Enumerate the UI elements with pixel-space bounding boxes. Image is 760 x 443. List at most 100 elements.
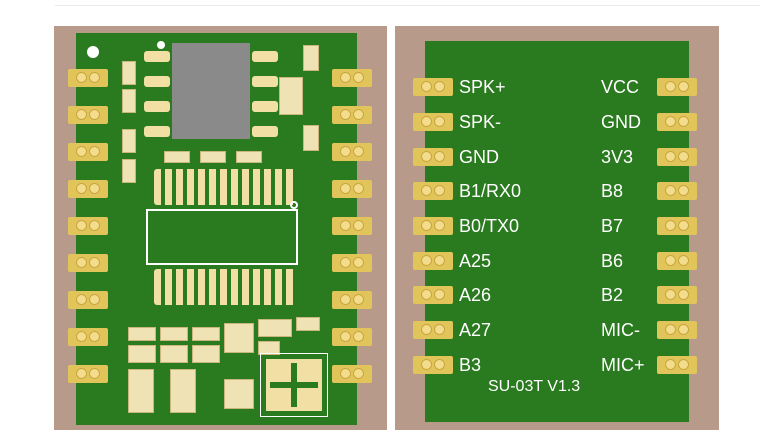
pin-label-a27: A27 — [459, 320, 492, 340]
left-pad-2 — [68, 106, 108, 124]
right-pad-9 — [332, 365, 372, 383]
pin-label-mic-plus: MIC+ — [601, 355, 645, 375]
chip-dot-marker — [157, 41, 165, 49]
pad-a25 — [413, 252, 453, 270]
right-pad-7 — [332, 291, 372, 309]
pad-b1-rx0 — [413, 182, 453, 200]
pin-label-b2: B2 — [601, 285, 624, 305]
crystal — [279, 77, 303, 115]
pin-label-mic-minus: MIC- — [601, 320, 640, 340]
component — [160, 345, 188, 363]
pcb-bottom — [425, 41, 689, 422]
left-pad-7 — [68, 291, 108, 309]
left-pad-1 — [68, 69, 108, 87]
flash-chip — [172, 43, 250, 139]
component — [160, 327, 188, 341]
main-ic-bottom-pins — [154, 269, 296, 305]
capacitor — [303, 45, 319, 71]
chip-pad — [252, 126, 278, 137]
component — [192, 327, 220, 341]
left-pad-9 — [68, 365, 108, 383]
pad-mic-plus — [657, 356, 697, 374]
pin-label-b3: B3 — [459, 355, 482, 375]
resistor — [122, 129, 136, 153]
left-pad-5 — [68, 217, 108, 235]
resistor — [164, 151, 190, 163]
pin-label-b8: B8 — [601, 181, 624, 201]
main-ic-outline — [146, 209, 298, 265]
left-pad-4 — [68, 180, 108, 198]
pad-spk-minus — [413, 113, 453, 131]
pin-label-b6: B6 — [601, 251, 624, 271]
chip-pad — [252, 101, 278, 112]
right-pad-5 — [332, 217, 372, 235]
pin-label-b1-rx0: B1/RX0 — [459, 181, 522, 201]
right-pad-6 — [332, 254, 372, 272]
chip-pad — [252, 51, 278, 62]
chip-pad — [144, 51, 170, 62]
pad-gnd-right — [657, 113, 697, 131]
pad-b2 — [657, 286, 697, 304]
pad-a27 — [413, 321, 453, 339]
pad-b7 — [657, 217, 697, 235]
pin-label-a26: A26 — [459, 285, 492, 305]
pin-label-b7: B7 — [601, 216, 624, 236]
left-pad-8 — [68, 328, 108, 346]
main-ic-top-pins — [154, 169, 296, 205]
resistor — [122, 159, 136, 183]
component — [258, 341, 280, 355]
chip-pad — [144, 126, 170, 137]
pad-mic-minus — [657, 321, 697, 339]
pin-label-b0-tx0: B0/TX0 — [459, 216, 520, 236]
left-pad-6 — [68, 254, 108, 272]
pad-b6 — [657, 252, 697, 270]
pin-label-gnd: GND — [459, 147, 499, 167]
pcb-top — [76, 33, 357, 425]
pin-label-gnd-right: GND — [601, 112, 641, 132]
inductor-outline — [260, 353, 328, 417]
component — [128, 327, 156, 341]
main-ic-notch — [290, 201, 298, 209]
resistor — [236, 151, 262, 163]
pin-label-vcc: VCC — [601, 77, 640, 97]
right-pad-8 — [332, 328, 372, 346]
capacitor — [303, 125, 319, 151]
module-bottom-view: SPK+ SPK- GND B1/RX0 B0/TX0 A25 A26 A27 … — [395, 26, 719, 430]
pin-label-spk-minus: SPK- — [459, 112, 502, 132]
model-label: SU-03T V1.3 — [488, 378, 581, 395]
inductor-pad — [266, 359, 322, 411]
pin-label-3v3: 3V3 — [601, 147, 634, 167]
left-pad-3 — [68, 143, 108, 161]
pad-a26 — [413, 286, 453, 304]
top-divider — [55, 5, 760, 6]
pad-3v3 — [657, 148, 697, 166]
pad-b8 — [657, 182, 697, 200]
component — [128, 369, 154, 413]
component — [258, 319, 292, 337]
resistor — [122, 89, 136, 113]
right-pad-2 — [332, 106, 372, 124]
pad-spk-plus — [413, 78, 453, 96]
component — [296, 317, 320, 331]
pad-vcc — [657, 78, 697, 96]
component — [224, 379, 254, 409]
pad-b0-tx0 — [413, 217, 453, 235]
right-pad-4 — [332, 180, 372, 198]
component — [192, 345, 220, 363]
component — [128, 345, 156, 363]
resistor — [200, 151, 226, 163]
component — [224, 323, 254, 353]
right-pad-3 — [332, 143, 372, 161]
pad-b3 — [413, 356, 453, 374]
module-top-view — [54, 26, 387, 430]
chip-pad — [252, 76, 278, 87]
pin-label-spk-plus: SPK+ — [459, 77, 506, 97]
chip-pad — [144, 101, 170, 112]
resistor — [122, 61, 136, 85]
pad-gnd-left — [413, 148, 453, 166]
pin1-marker — [87, 46, 99, 58]
component — [170, 369, 196, 413]
right-pad-1 — [332, 69, 372, 87]
pin-label-a25: A25 — [459, 251, 492, 271]
chip-pad — [144, 76, 170, 87]
